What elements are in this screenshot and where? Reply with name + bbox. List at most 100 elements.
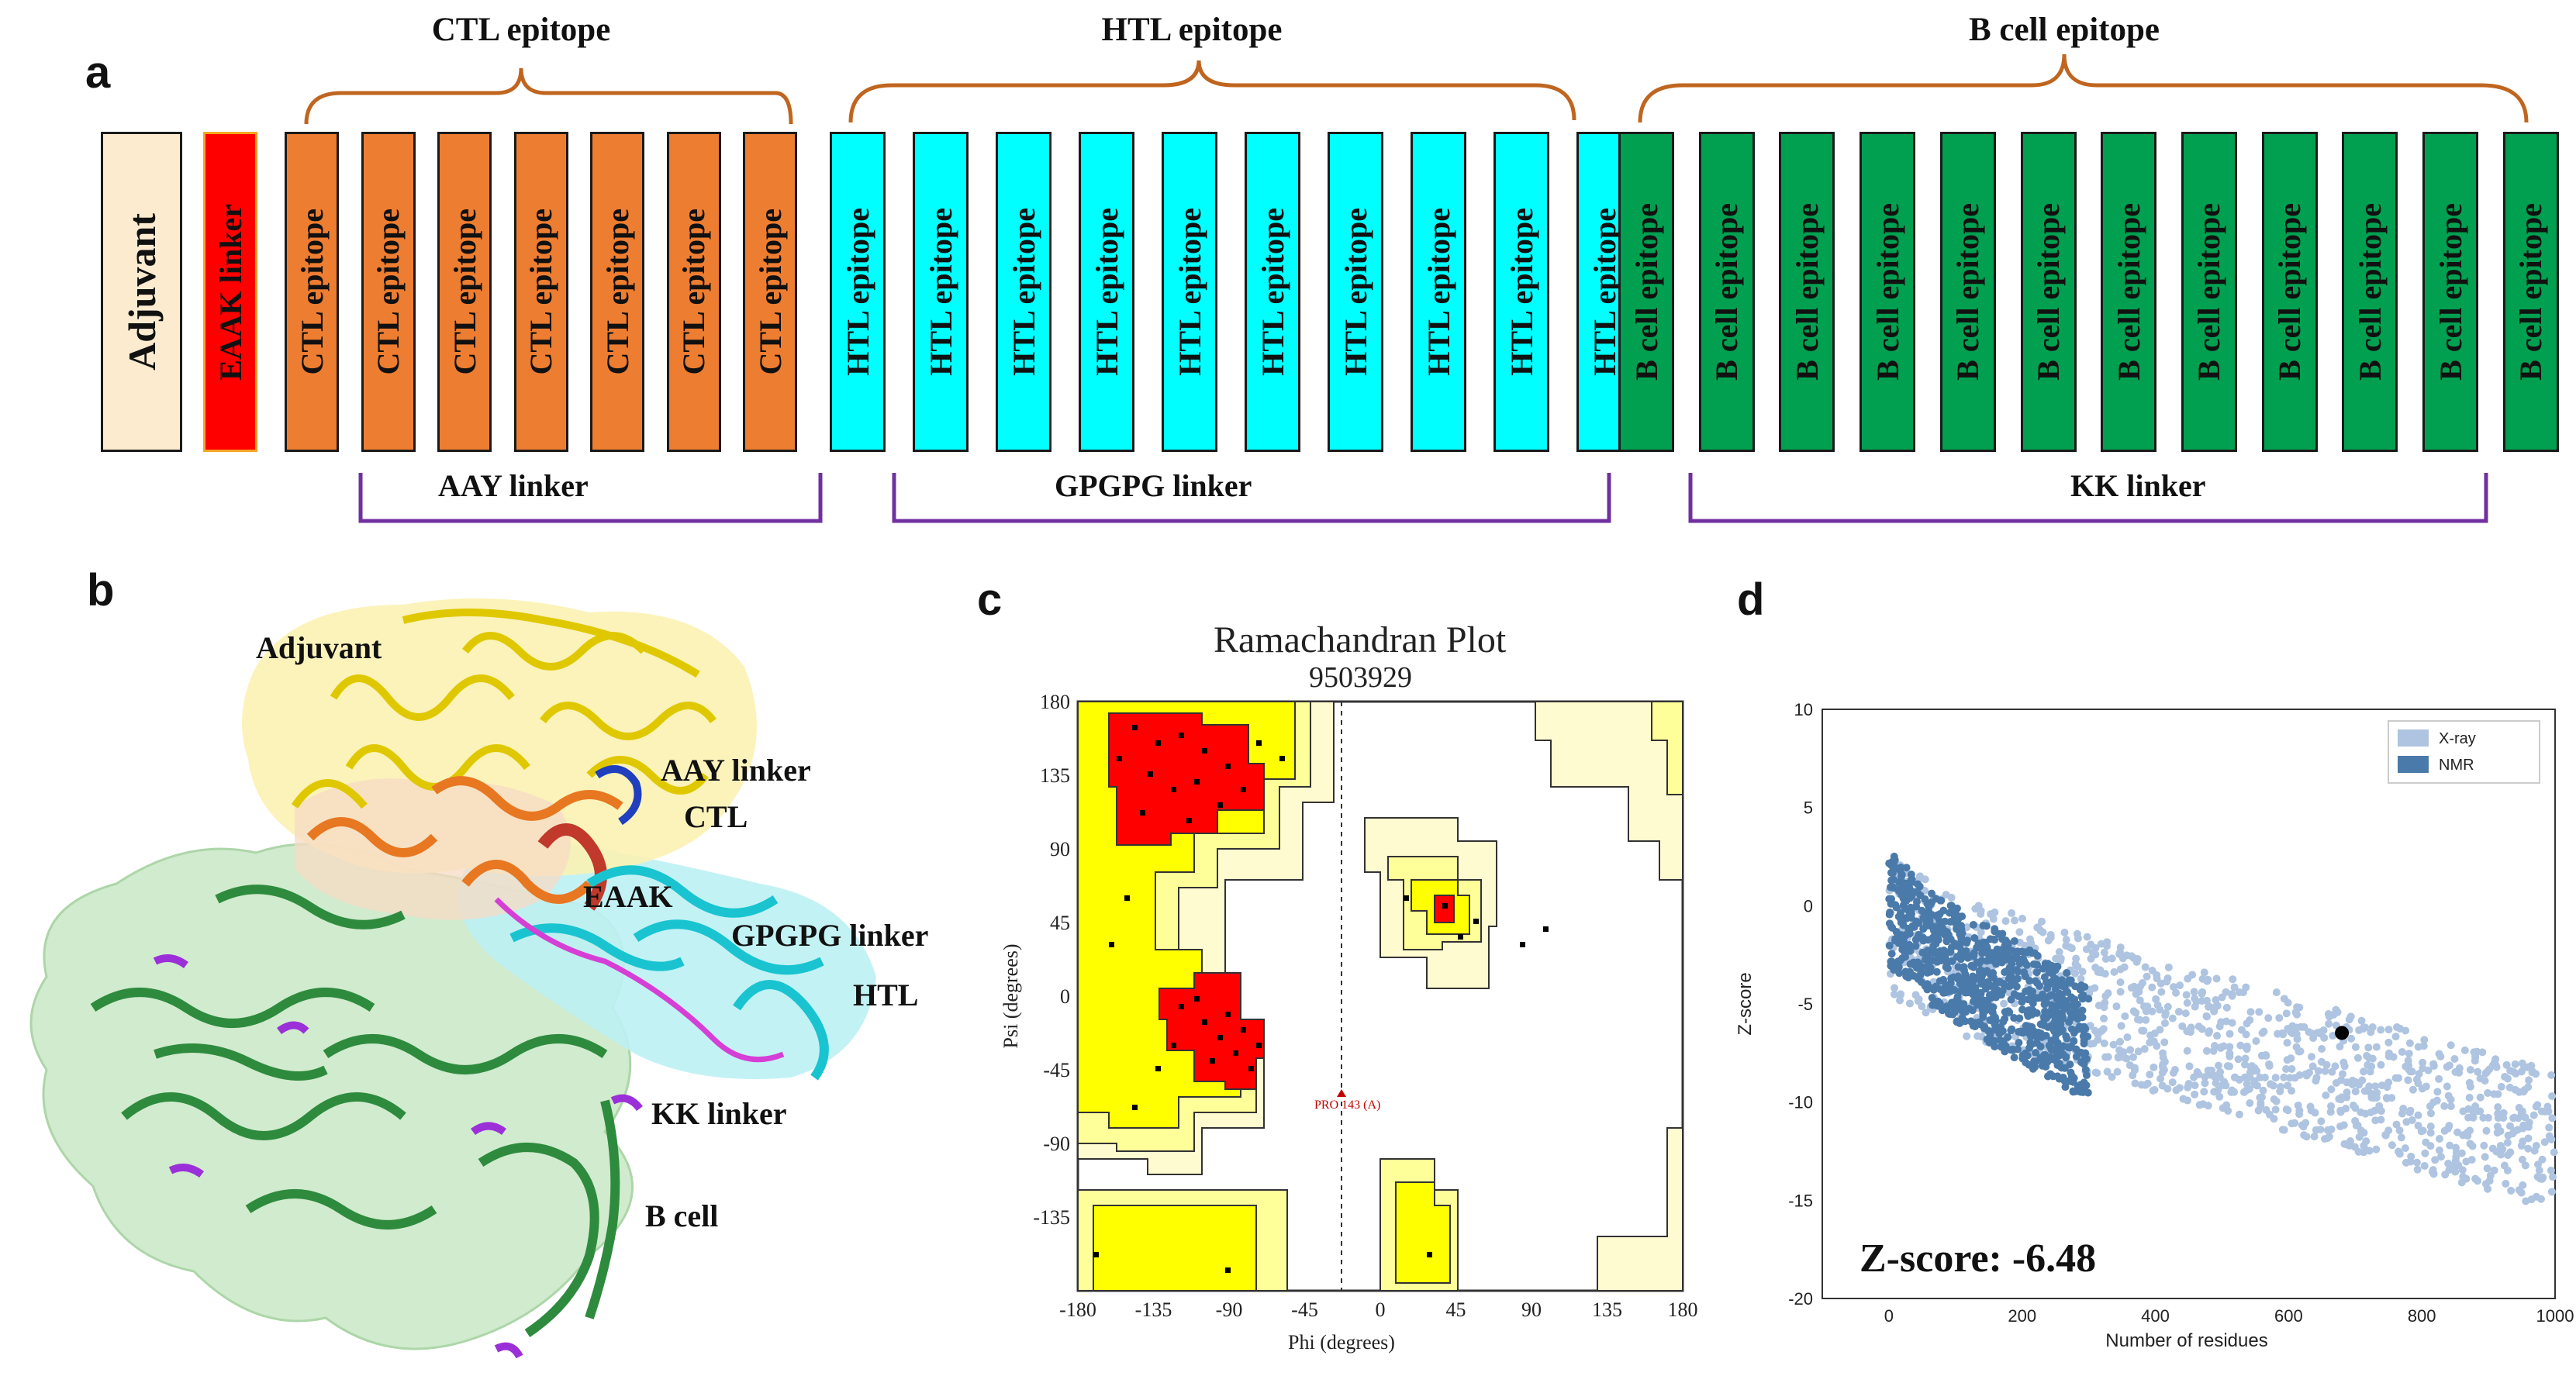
xray-point	[2287, 1054, 2295, 1063]
xray-point	[2351, 1087, 2360, 1095]
nmr-point	[1928, 994, 1936, 1002]
adjuvant-box-label: Adjuvant	[119, 213, 164, 371]
ramachandran-xtick: -180	[1059, 1298, 1096, 1321]
xray-point	[2288, 1064, 2296, 1073]
xray-point	[1922, 1009, 1930, 1017]
nmr-point	[1910, 923, 1918, 931]
xray-point	[2519, 1181, 2527, 1189]
xray-point	[2308, 1062, 2317, 1071]
xray-point	[2547, 1071, 2556, 1079]
xray-point	[2494, 1103, 2502, 1112]
nmr-point	[1970, 934, 1979, 943]
xray-point	[2318, 1044, 2326, 1053]
nmr-point	[2059, 1073, 2067, 1081]
xray-point	[2524, 1144, 2533, 1153]
xray-point	[2260, 1073, 2269, 1081]
xray-point	[2435, 1134, 2443, 1143]
xray-point	[2260, 1027, 2268, 1036]
xray-point	[2497, 1082, 2505, 1091]
xray-point	[2307, 1053, 2315, 1061]
zscore-ytick: 10	[1794, 702, 1813, 719]
xray-point	[2422, 1138, 2430, 1147]
nmr-point	[1932, 967, 1941, 976]
nmr-point	[1913, 888, 1922, 896]
xray-point	[2494, 1109, 2502, 1118]
xray-point	[2426, 1123, 2435, 1131]
xray-point	[2540, 1138, 2549, 1147]
xray-point	[2246, 1073, 2254, 1081]
xray-point	[2146, 1071, 2154, 1079]
nmr-point	[2010, 1014, 2018, 1023]
xray-point	[2329, 1032, 2337, 1040]
htl-epitope-box-label: HTL epitope	[1255, 208, 1290, 376]
xray-point	[2113, 1067, 2122, 1076]
xray-point	[2161, 1009, 2170, 1017]
nmr-point	[2072, 1045, 2080, 1054]
xray-point	[2008, 909, 2016, 917]
nmr-point	[2021, 972, 2029, 981]
bcell-epitope-box-label: B cell epitope	[2513, 203, 2549, 381]
adjuvant-3d-label: Adjuvant	[256, 630, 382, 665]
nmr-point	[1983, 943, 1991, 951]
xray-point	[2275, 1014, 2284, 1023]
xray-point	[2213, 1032, 2222, 1040]
xray-point	[2351, 1104, 2360, 1112]
nmr-point	[1895, 969, 1904, 978]
htl-epitope-box-label: HTL epitope	[1421, 208, 1456, 376]
xray-point	[2447, 1095, 2455, 1104]
xray-point	[2246, 1016, 2254, 1024]
xray-point	[2395, 1126, 2404, 1135]
nmr-point	[2056, 1046, 2065, 1054]
xray-point	[2140, 1045, 2149, 1054]
nmr-point	[1997, 1043, 2005, 1051]
xray-point	[2071, 960, 2080, 968]
kk-linker-segments	[153, 954, 643, 1359]
xray-point	[1977, 928, 1985, 936]
nmr-point	[1902, 931, 1911, 940]
xray-point	[2447, 1102, 2455, 1111]
xray-point	[2414, 1111, 2422, 1119]
xray-point	[2228, 1019, 2236, 1027]
nmr-point	[2067, 1025, 2076, 1033]
xray-point	[2302, 1071, 2311, 1080]
xray-point	[2174, 1008, 2183, 1016]
xray-point	[2101, 955, 2110, 964]
aay-linker-label: AAY linker	[438, 468, 589, 503]
nmr-point	[2074, 1015, 2082, 1023]
xray-point	[2408, 1067, 2416, 1076]
xray-point	[2160, 1019, 2169, 1027]
nmr-point	[1991, 991, 2000, 1000]
xray-point	[2215, 1092, 2224, 1101]
nmr-point	[2055, 998, 2063, 1007]
xray-point	[2399, 1105, 2408, 1113]
ramachandran-ytick: -135	[1033, 1206, 1070, 1229]
nmr-point	[1998, 935, 2007, 943]
xray-point	[1971, 905, 1980, 913]
xray-point	[2202, 1012, 2211, 1020]
xray-point	[2130, 982, 2139, 991]
nmr-point	[2067, 1009, 2075, 1017]
xray-point	[2226, 1050, 2234, 1058]
xray-point	[2183, 1096, 2191, 1105]
xray-point	[2139, 1026, 2148, 1035]
ctl-group-label: CTL epitope	[431, 12, 611, 48]
xray-point	[2046, 930, 2055, 939]
xray-point	[2372, 1145, 2381, 1154]
xray-point	[2431, 1156, 2440, 1164]
xray-point	[2450, 1161, 2458, 1170]
nmr-point	[1972, 974, 1980, 982]
nmr-point	[2031, 949, 2039, 957]
nmr-point	[2022, 960, 2031, 969]
htl-epitope-box-label: HTL epitope	[1089, 208, 1124, 376]
nmr-point	[1897, 918, 1905, 926]
xray-point	[2203, 977, 2212, 985]
xray-point	[2252, 1037, 2260, 1046]
bcell-surface	[29, 843, 634, 1350]
xray-point	[2547, 1135, 2556, 1143]
xray-point	[2219, 1042, 2228, 1050]
xray-point	[2451, 1067, 2460, 1076]
nmr-point	[1965, 1005, 1973, 1013]
ctl-epitope-box: CTL epitope	[513, 132, 568, 452]
htl-epitope-box-label: HTL epitope	[923, 208, 958, 376]
